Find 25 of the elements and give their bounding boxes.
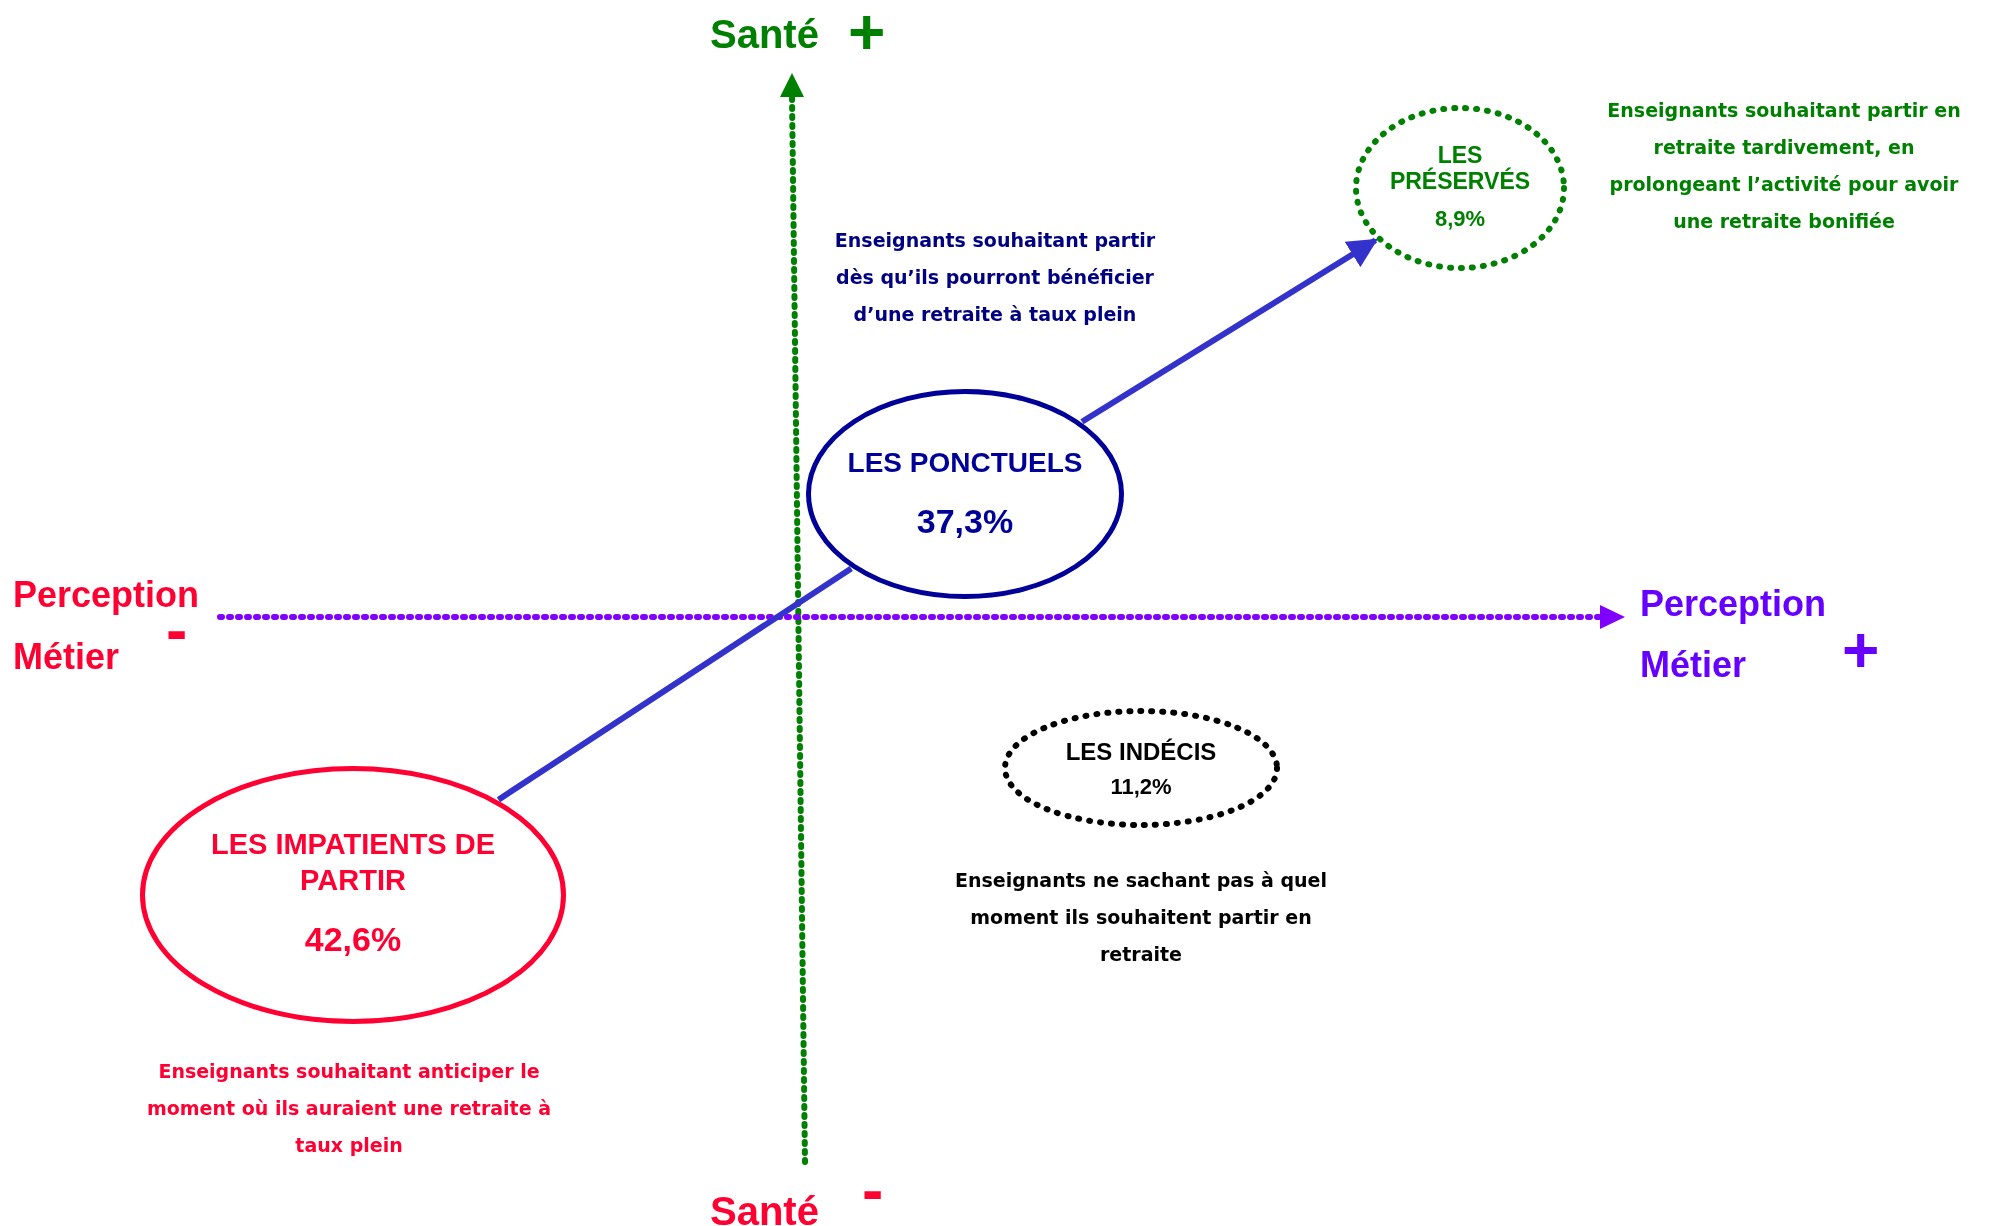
group-description: Enseignants souhaitant partir en retraite tardivement, en prolongeant l’activité pour avoir une retraite bonifiée [1606, 98, 1962, 234]
percentage-value: 8,9% [1434, 204, 1486, 233]
group-name: LES PRÉSERVÉS [1388, 141, 1532, 194]
group-name: LES INDÉCIS [1064, 736, 1218, 767]
axis-label: Métier [1640, 643, 1747, 687]
percentage-value: 37,3% [916, 500, 1014, 542]
percentage-value: 42,6% [304, 918, 402, 960]
ellipse-node [139, 765, 567, 1025]
axis-label: Perception [1640, 582, 1827, 626]
axis-label: + [1842, 618, 1880, 682]
axis-label: Métier [13, 635, 120, 679]
ellipse-node [1352, 104, 1568, 272]
group-description: Enseignants souhaitant partir dès qu’ils pourront bénéficier d’une retraite à taux plein [833, 228, 1157, 327]
axis-label: Santé [710, 1188, 819, 1226]
connector-arrow [1080, 237, 1378, 425]
group-name: LES PONCTUELS [846, 445, 1084, 480]
group-name: LES IMPATIENTS DE PARTIR [209, 826, 497, 898]
ellipse-node [1001, 707, 1281, 829]
axis-label: - [862, 1158, 884, 1222]
axis-label: Santé [710, 11, 819, 58]
group-description: Enseignants ne sachant pas à quel moment ils souhaitent partir en retraite [954, 868, 1328, 967]
axis-label: + [848, 0, 886, 64]
percentage-value: 11,2% [1110, 772, 1172, 801]
group-description: Enseignants souhaitant anticiper le moment où ils auraient une retraite à taux plein [145, 1059, 553, 1158]
ellipse-node [805, 388, 1125, 600]
